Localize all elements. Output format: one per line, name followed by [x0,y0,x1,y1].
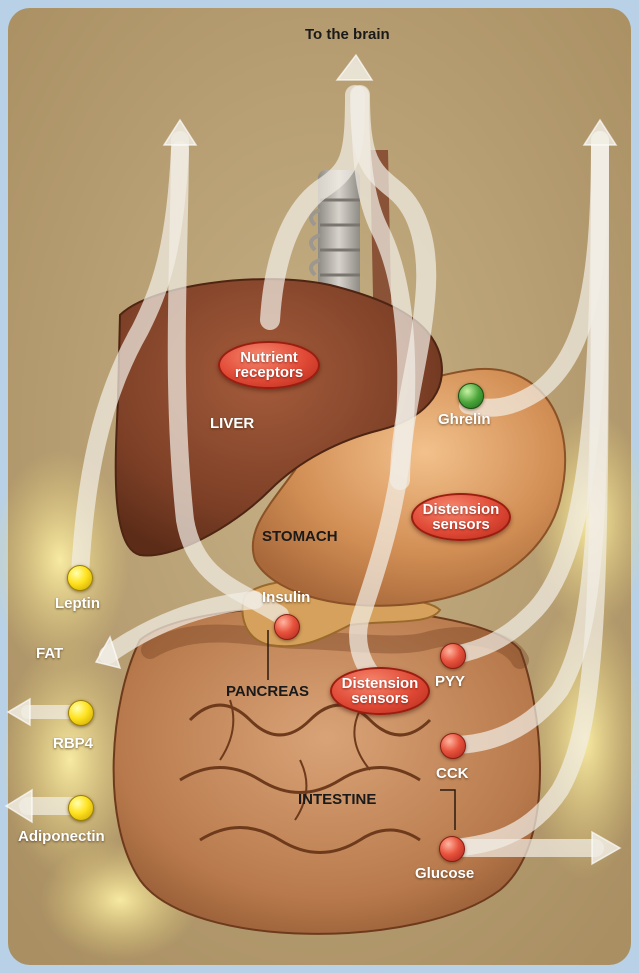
intestine-label: INTESTINE [298,791,376,808]
leptin-label: Leptin [55,595,100,612]
insulin-dot [274,614,300,640]
glucose-label: Glucose [415,865,474,882]
cck-dot [440,733,466,759]
adiponectin-dot [68,795,94,821]
liver-label: LIVER [210,415,254,432]
pancreas-label: PANCREAS [226,683,309,700]
pyy-dot [440,643,466,669]
adiponectin-label: Adiponectin [18,828,105,845]
nutrient-receptors-line2: receptors [235,364,303,381]
cck-label: CCK [436,765,469,782]
to-brain-label: To the brain [305,26,390,43]
fat-label: FAT [36,645,63,662]
ghrelin-dot [458,383,484,409]
pyy-label: PYY [435,673,465,690]
insulin-label: Insulin [262,589,310,606]
stomach-label: STOMACH [262,528,338,545]
ghrelin-label: Ghrelin [438,411,491,428]
glucose-dot [439,836,465,862]
rbp4-label: RBP4 [53,735,93,752]
leptin-dot [67,565,93,591]
distension-stomach-line2: sensors [432,516,490,533]
rbp4-dot [68,700,94,726]
distension-intestine-line2: sensors [351,690,409,707]
